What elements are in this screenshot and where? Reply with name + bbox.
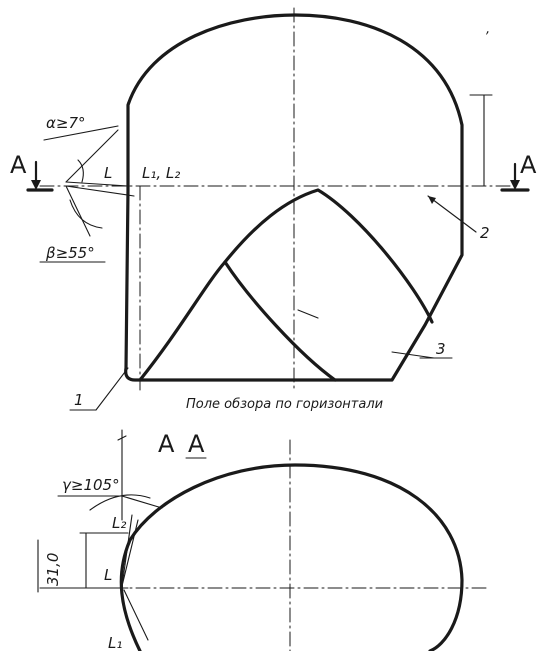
section-view: A A γ≥105° 31,0 L₂ L L₁ bbox=[37, 429, 491, 651]
section-arrow-right bbox=[500, 162, 530, 192]
horizontal-view-caption: Поле обзора по горизонтали bbox=[186, 397, 383, 412]
labels-l1-l2: L₁, L₂ bbox=[142, 164, 180, 182]
dimension-31 bbox=[37, 532, 129, 593]
field-of-view-outer-curve bbox=[138, 188, 434, 382]
callout-2: 2 bbox=[480, 224, 490, 242]
section-outline bbox=[119, 463, 464, 651]
dimension-tick-right: , bbox=[486, 22, 490, 37]
section-label-l1: L₁ bbox=[108, 634, 122, 651]
section-mark-left: A bbox=[10, 151, 27, 179]
angle-beta-construction bbox=[39, 185, 135, 263]
angle-alpha-label: α≥7° bbox=[46, 114, 86, 132]
callout-3-leader bbox=[391, 351, 453, 359]
dimension-31-value: 31,0 bbox=[44, 553, 62, 586]
section-mark-right: A bbox=[520, 151, 537, 179]
callout-2-leader bbox=[427, 195, 477, 233]
top-view-outline bbox=[124, 13, 464, 382]
section-label-l2: L₂ bbox=[112, 514, 126, 532]
angle-alpha-construction bbox=[43, 125, 129, 187]
section-title-a: A bbox=[158, 430, 175, 458]
field-of-view-inner-curve bbox=[223, 260, 337, 382]
angle-beta-label: β≥55° bbox=[45, 244, 95, 262]
section-title-a2: A bbox=[188, 430, 205, 458]
section-label-l: L bbox=[104, 566, 112, 584]
top-view: A A , α≥7° β≥55° L L₁, L₂ bbox=[10, 7, 537, 412]
callout-1-leader bbox=[69, 367, 129, 411]
section-sight-rays bbox=[121, 514, 149, 641]
angle-gamma-label: γ≥105° bbox=[62, 476, 120, 494]
callout-1: 1 bbox=[74, 391, 84, 409]
label-l: L bbox=[104, 164, 112, 182]
section-arrow-left bbox=[26, 160, 54, 192]
angle-gamma-construction bbox=[57, 429, 163, 521]
inner-leader-mark bbox=[297, 309, 319, 319]
callout-3: 3 bbox=[436, 340, 446, 358]
